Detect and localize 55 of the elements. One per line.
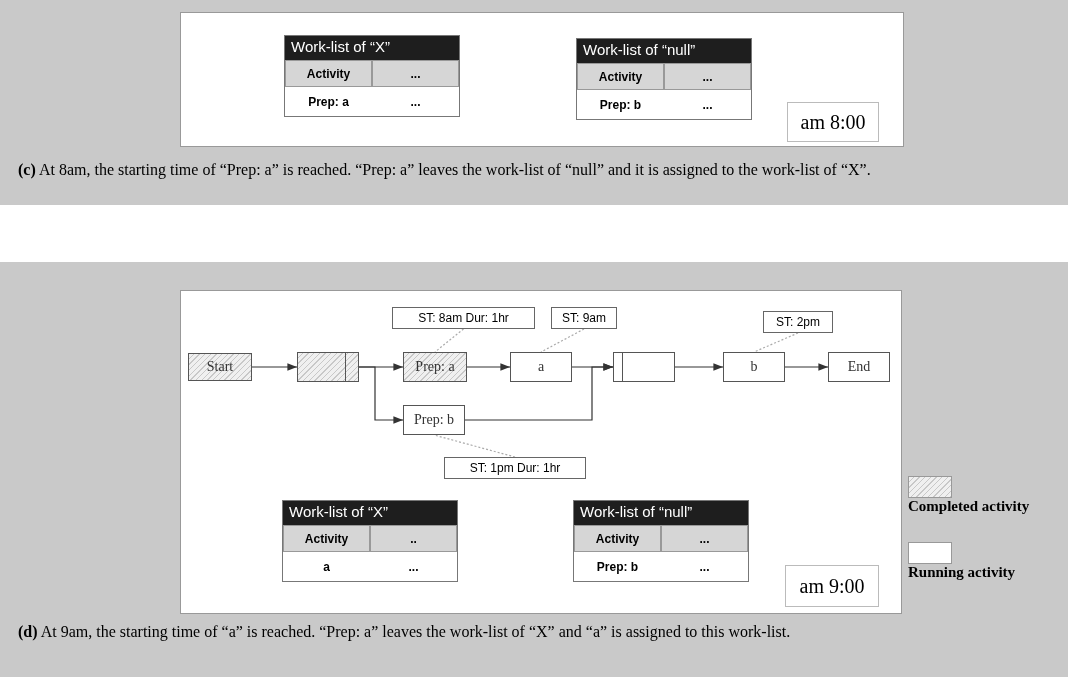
callout-box [392,307,535,329]
caption-text: (c) At 8am, the starting time of “Prep: a” is reached. “Prep: a” leaves the work-list of “null” and it is assigned to the work-list of “X”. [18,160,872,180]
work-list-table [282,500,458,582]
column-header: .. [370,525,457,552]
leader-line [540,328,585,353]
clock-display [787,102,879,142]
caption-text: (d) At 9am, the starting time of “a” is reached. “Prep: a” leaves the work-list of “X” and “a” is assigned to this work-list. [18,622,792,642]
node-label: Start [206,359,234,375]
leader-line [433,434,516,458]
column-header: Activity [285,60,372,87]
callout-text: ST: 8am Dur: 1hr [418,311,509,325]
column-header: ... [372,60,459,87]
node-label: End [847,359,871,375]
column-header: Activity [283,525,370,552]
arrow [674,363,724,371]
arrow [784,363,829,371]
node-label: Prep: b [413,412,455,428]
callout-text: ST: 1pm Dur: 1hr [469,461,561,475]
column-header: Activity [577,63,664,90]
callout-box [763,311,833,333]
table-title: Work-list of “null” [577,39,751,63]
activity-box [828,352,890,382]
clock-display [785,565,879,607]
activity-box [613,352,675,382]
table-title: Work-list of “X” [285,36,459,60]
callout-text: ST: 9am [562,311,606,325]
legend-label: Completed activity [908,498,1030,514]
activity-box [188,353,252,381]
leader-line [434,328,465,353]
callout-box [551,307,617,329]
activity-box [403,405,465,435]
callout-box [444,457,586,479]
arrow [464,363,614,421]
column-header: Activity [574,525,661,552]
callout-text: ST: 2pm [776,315,820,329]
activity-box [510,352,572,382]
work-list-table [576,38,752,120]
node-label: b [750,359,758,375]
legend-label: Running activity [908,564,1016,580]
table-title: Work-list of “null” [574,501,748,525]
clock-time: am 8:00 [800,110,866,134]
column-header: ... [664,63,751,90]
node-label: Prep: a [415,359,455,375]
clock-time: am 9:00 [799,574,865,598]
column-header: ... [661,525,748,552]
activity-box [723,352,785,382]
work-list-table [284,35,460,117]
work-list-table [573,500,749,582]
arrow [466,363,511,371]
arrow [358,366,404,424]
activity-box [403,352,467,382]
activity-box [297,352,359,382]
table-title: Work-list of “X” [283,501,457,525]
arrow [251,363,298,371]
node-label: a [537,359,545,375]
